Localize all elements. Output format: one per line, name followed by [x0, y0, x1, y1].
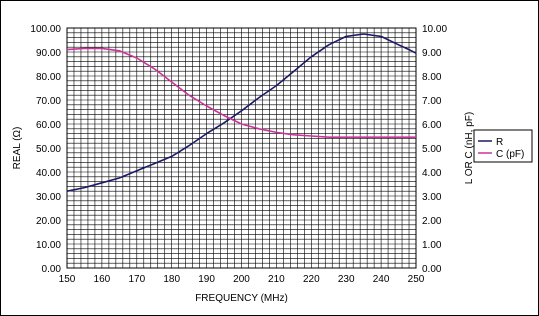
y-axis-left-label: REAL (Ω) — [12, 127, 23, 170]
y-left-tick-label: 100.00 — [30, 24, 61, 35]
legend-box — [473, 129, 533, 163]
x-tick-label: 170 — [128, 274, 145, 285]
y-right-tick-label: 4.00 — [422, 168, 442, 179]
x-axis-label: FREQUENCY (MHz) — [195, 293, 288, 304]
x-tick-label: 210 — [268, 274, 285, 285]
y-right-tick-label: 2.00 — [422, 216, 442, 227]
series-line-c — [66, 47, 416, 138]
y-left-tick-label: 0.00 — [42, 264, 62, 275]
y-left-tick-label: 20.00 — [36, 216, 61, 227]
y-right-tick-label: 1.00 — [422, 240, 442, 251]
y-left-tick-label: 40.00 — [36, 168, 61, 179]
y-right-tick-label: 3.00 — [422, 192, 442, 203]
series-line-r — [66, 33, 417, 192]
y-right-tick-label: 5.00 — [422, 144, 442, 155]
y-right-tick-label: 8.00 — [422, 72, 442, 83]
y-right-tick-label: 10.00 — [422, 24, 447, 35]
grid — [66, 27, 417, 269]
x-tick-label: 180 — [163, 274, 180, 285]
x-tick-label: 240 — [373, 274, 390, 285]
y-left-tick-label: 60.00 — [36, 120, 61, 131]
y-left-tick-label: 50.00 — [36, 144, 61, 155]
y-right-tick-label: 7.00 — [422, 96, 442, 107]
y-left-tick-label: 10.00 — [36, 240, 61, 251]
x-tick-label: 250 — [408, 274, 425, 285]
legend-label-c: C (pF) — [496, 149, 524, 160]
legend: R C (pF) — [473, 129, 533, 163]
legend-label-r: R — [496, 137, 503, 148]
y-axis-right-label: L OR C (nH, pF) — [464, 112, 475, 184]
x-tick-label: 190 — [198, 274, 215, 285]
x-tick-label: 200 — [233, 274, 250, 285]
y-left-tick-label: 30.00 — [36, 192, 61, 203]
y-right-tick-label: 6.00 — [422, 120, 442, 131]
plot-border — [66, 27, 417, 269]
x-tick-label: 230 — [338, 274, 355, 285]
x-tick-label: 160 — [94, 274, 111, 285]
y-left-tick-label: 80.00 — [36, 72, 61, 83]
series-lines — [66, 33, 417, 192]
y-right-tick-label: 9.00 — [422, 48, 442, 59]
y-left-tick-label: 70.00 — [36, 96, 61, 107]
y-left-tick-label: 90.00 — [36, 48, 61, 59]
x-tick-label: 150 — [59, 274, 76, 285]
x-tick-label: 220 — [303, 274, 320, 285]
y-right-tick-label: 0.00 — [422, 264, 442, 275]
